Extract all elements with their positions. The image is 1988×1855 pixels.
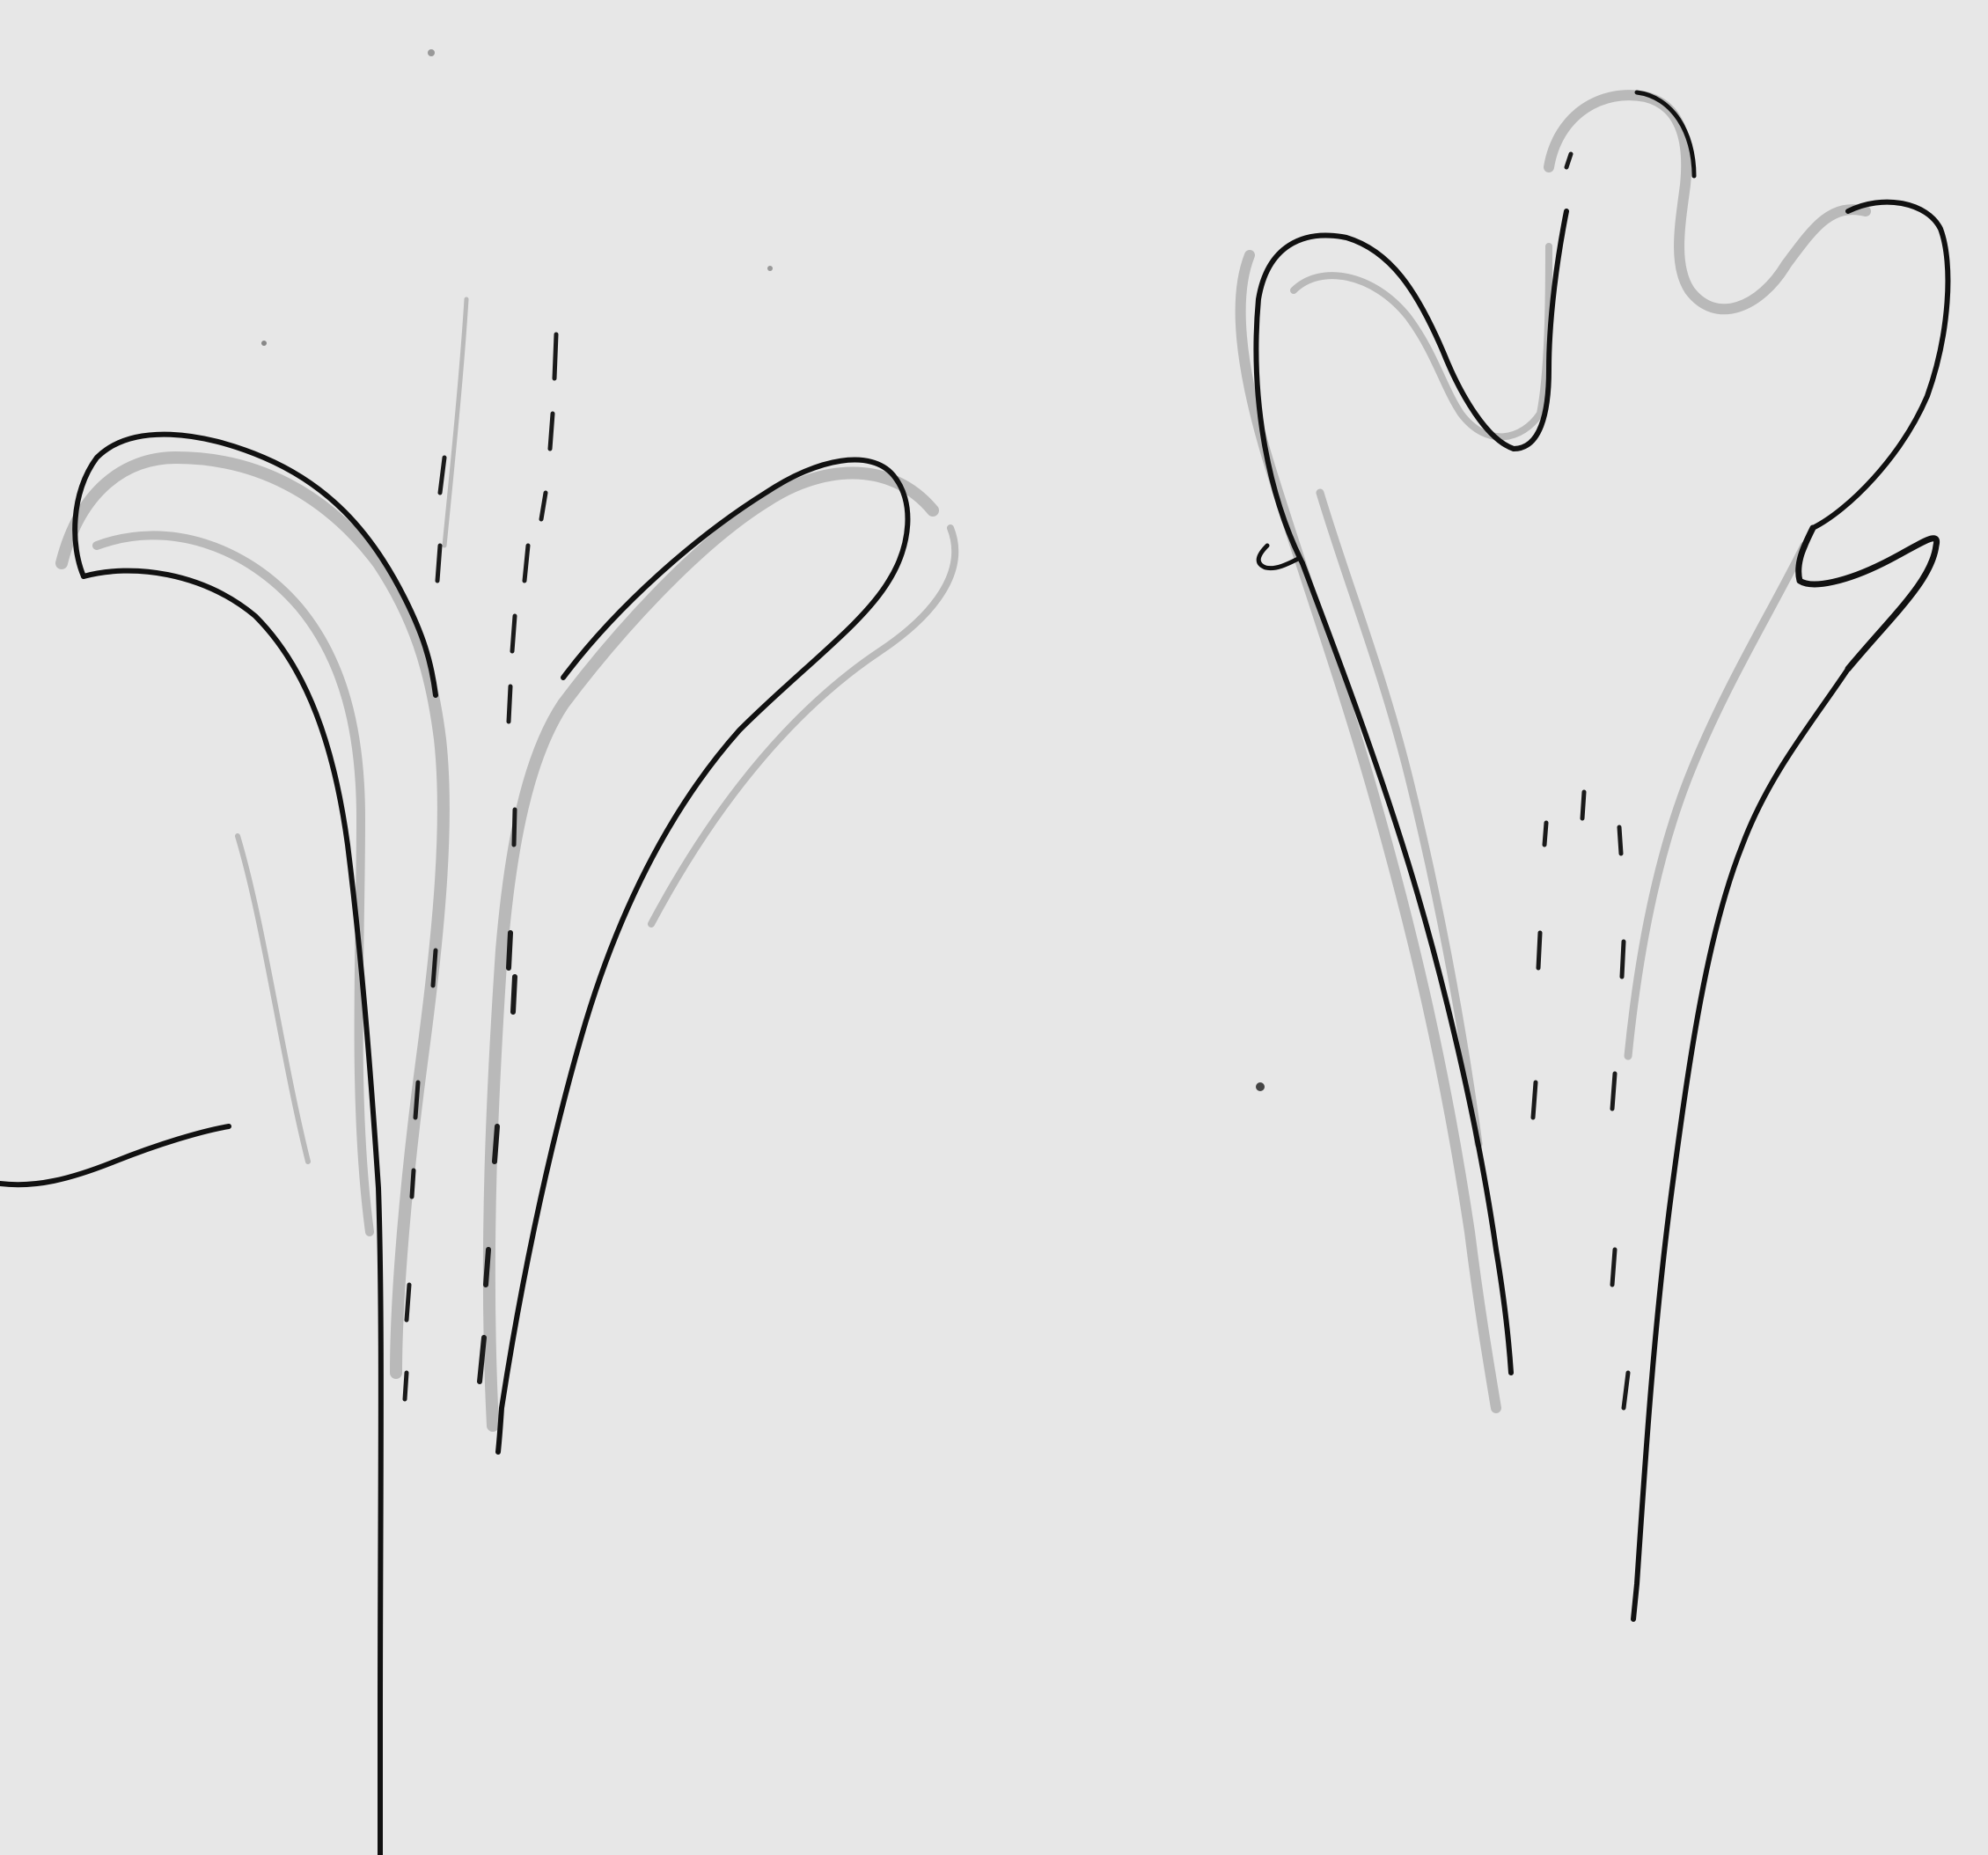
right-figure-pencil-outline [1241,255,1496,1408]
left-lobe-inner-outline [84,571,381,1855]
four-lobed-structure [1241,92,1948,1619]
right-figure-pencil-top [1549,95,1866,309]
left-center-pencil [444,299,466,546]
right-figure-pencil-right [1628,546,1804,1056]
right-lobe-pencil [489,473,933,1426]
left-branch-stub [0,1126,229,1184]
right-figure-pencil-inner [1294,246,1549,436]
right-figure-right-lobe [1813,202,1948,528]
paper-specks [261,49,1265,1091]
left-lobe-pencil [62,458,444,1373]
right-lobe-outer-pencil [651,528,955,924]
left-shading-pencil [238,836,308,1162]
right-figure-left-body [1302,563,1511,1373]
left-lobe-inner-pencil [97,535,370,1232]
right-figure-right-body [1633,669,1848,1619]
two-lobed-structure [0,299,955,1855]
right-figure-notch [1799,528,1937,669]
right-lobe-outline [498,460,907,1452]
